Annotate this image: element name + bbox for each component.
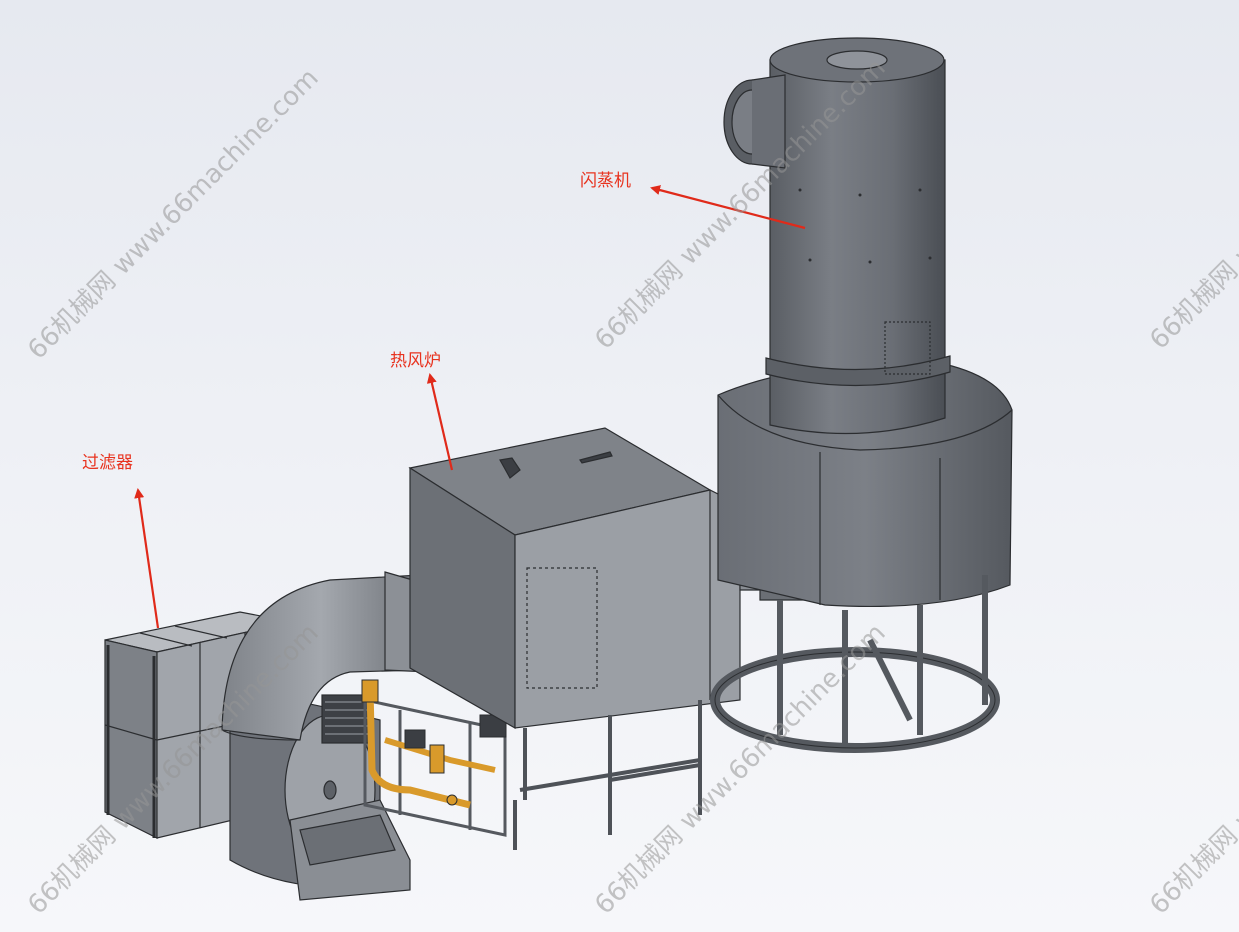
arrow-hot-air-furnace — [426, 373, 454, 471]
label-hot-air-furnace: 热风炉 — [390, 351, 441, 371]
callout-arrows — [134, 185, 806, 629]
label-filter: 过滤器 — [82, 453, 133, 473]
arrow-filter — [134, 488, 160, 629]
label-flash-evaporator: 闪蒸机 — [580, 171, 631, 191]
burner-piping-skid — [361, 679, 507, 837]
blower-fan — [229, 689, 411, 901]
hot-air-furnace — [408, 427, 741, 850]
flash-evaporator-column — [723, 37, 951, 435]
arrow-flash-evaporator — [650, 185, 806, 230]
